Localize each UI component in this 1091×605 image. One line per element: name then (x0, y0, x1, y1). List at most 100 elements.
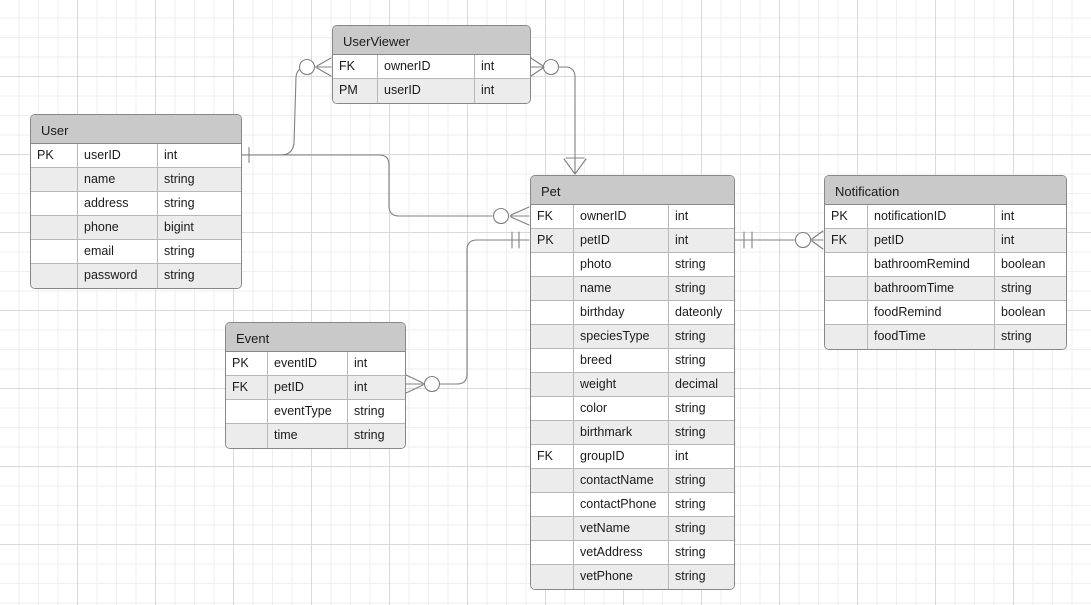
row-name: contactPhone (574, 493, 669, 516)
table-row[interactable]: FK ownerID int (531, 205, 734, 229)
entity-pet[interactable]: Pet FK ownerID int PK petID int photo st… (530, 175, 735, 590)
row-name: weight (574, 373, 669, 396)
row-key: FK (531, 445, 574, 468)
table-row[interactable]: time string (226, 424, 405, 448)
table-row[interactable]: PK petID int (531, 229, 734, 253)
row-type: string (354, 428, 385, 442)
row-name: photo (574, 253, 669, 276)
table-row[interactable]: bathroomRemind boolean (825, 253, 1066, 277)
row-type: string (675, 401, 706, 415)
row-type: int (1001, 209, 1015, 223)
table-row[interactable]: foodTime string (825, 325, 1066, 349)
row-key: FK (333, 55, 378, 78)
entity-userviewer-rows: FK ownerID int PM userID int (333, 55, 530, 103)
row-name: petID (868, 229, 995, 252)
row-key: PK (825, 205, 868, 228)
table-row[interactable]: PK eventID int (226, 352, 405, 376)
row-key (531, 349, 574, 372)
table-row[interactable]: password string (31, 264, 241, 288)
table-row[interactable]: breed string (531, 349, 734, 373)
table-row[interactable]: color string (531, 397, 734, 421)
table-row[interactable]: foodRemind boolean (825, 301, 1066, 325)
row-key (31, 168, 78, 191)
row-type: string (675, 257, 706, 271)
table-row[interactable]: phone bigint (31, 216, 241, 240)
row-name: eventID (268, 352, 348, 375)
entity-pet-rows: FK ownerID int PK petID int photo string… (531, 205, 734, 589)
row-key (825, 253, 868, 276)
row-type: string (1001, 281, 1032, 295)
row-key (226, 424, 268, 448)
table-row[interactable]: FK groupID int (531, 445, 734, 469)
row-key: FK (226, 376, 268, 399)
table-row[interactable]: weight decimal (531, 373, 734, 397)
row-name: breed (574, 349, 669, 372)
table-row[interactable]: PM userID int (333, 79, 530, 103)
table-row[interactable]: birthday dateonly (531, 301, 734, 325)
row-type: string (675, 545, 706, 559)
row-type: string (675, 569, 706, 583)
table-row[interactable]: PK notificationID int (825, 205, 1066, 229)
table-row[interactable]: name string (531, 277, 734, 301)
row-key (31, 264, 78, 288)
entity-user[interactable]: User PK userID int name string address s… (30, 114, 242, 289)
entity-user-title: User (31, 115, 241, 144)
row-key (531, 301, 574, 324)
row-name: birthday (574, 301, 669, 324)
row-name: phone (78, 216, 158, 239)
row-type: string (675, 497, 706, 511)
row-name: contactName (574, 469, 669, 492)
row-name: userID (378, 79, 475, 103)
row-name: email (78, 240, 158, 263)
table-row[interactable]: FK petID int (226, 376, 405, 400)
table-row[interactable]: photo string (531, 253, 734, 277)
row-name: bathroomTime (868, 277, 995, 300)
row-key: FK (531, 205, 574, 228)
row-key (531, 565, 574, 589)
row-name: petID (574, 229, 669, 252)
row-name: ownerID (574, 205, 669, 228)
table-row[interactable]: eventType string (226, 400, 405, 424)
table-row[interactable]: name string (31, 168, 241, 192)
row-type: string (354, 404, 385, 418)
row-type: int (675, 233, 689, 247)
row-name: birthmark (574, 421, 669, 444)
row-name: ownerID (378, 55, 475, 78)
table-row[interactable]: contactPhone string (531, 493, 734, 517)
table-row[interactable]: email string (31, 240, 241, 264)
table-row[interactable]: address string (31, 192, 241, 216)
row-key (531, 373, 574, 396)
row-name: vetAddress (574, 541, 669, 564)
table-row[interactable]: vetName string (531, 517, 734, 541)
row-type: decimal (675, 377, 719, 391)
table-row[interactable]: birthmark string (531, 421, 734, 445)
table-row[interactable]: FK petID int (825, 229, 1066, 253)
entity-event-rows: PK eventID int FK petID int eventType st… (226, 352, 405, 448)
row-key: PM (333, 79, 378, 103)
entity-notification[interactable]: Notification PK notificationID int FK pe… (824, 175, 1067, 350)
table-row[interactable]: vetPhone string (531, 565, 734, 589)
row-key (531, 469, 574, 492)
row-type: int (1001, 233, 1015, 247)
table-row[interactable]: vetAddress string (531, 541, 734, 565)
row-name: userID (78, 144, 158, 167)
table-row[interactable]: PK userID int (31, 144, 241, 168)
row-type: boolean (1001, 305, 1046, 319)
row-type: string (164, 268, 195, 282)
row-name: vetName (574, 517, 669, 540)
table-row[interactable]: FK ownerID int (333, 55, 530, 79)
entity-userviewer[interactable]: UserViewer FK ownerID int PM userID int (332, 25, 531, 104)
row-type: string (164, 196, 195, 210)
row-key (531, 421, 574, 444)
entity-user-rows: PK userID int name string address string… (31, 144, 241, 288)
table-row[interactable]: bathroomTime string (825, 277, 1066, 301)
row-type: string (164, 172, 195, 186)
row-name: petID (268, 376, 348, 399)
table-row[interactable]: speciesType string (531, 325, 734, 349)
table-row[interactable]: contactName string (531, 469, 734, 493)
row-type: boolean (1001, 257, 1046, 271)
entity-event[interactable]: Event PK eventID int FK petID int eventT… (225, 322, 406, 449)
row-key (531, 541, 574, 564)
entity-pet-title: Pet (531, 176, 734, 205)
row-type: dateonly (675, 305, 723, 319)
